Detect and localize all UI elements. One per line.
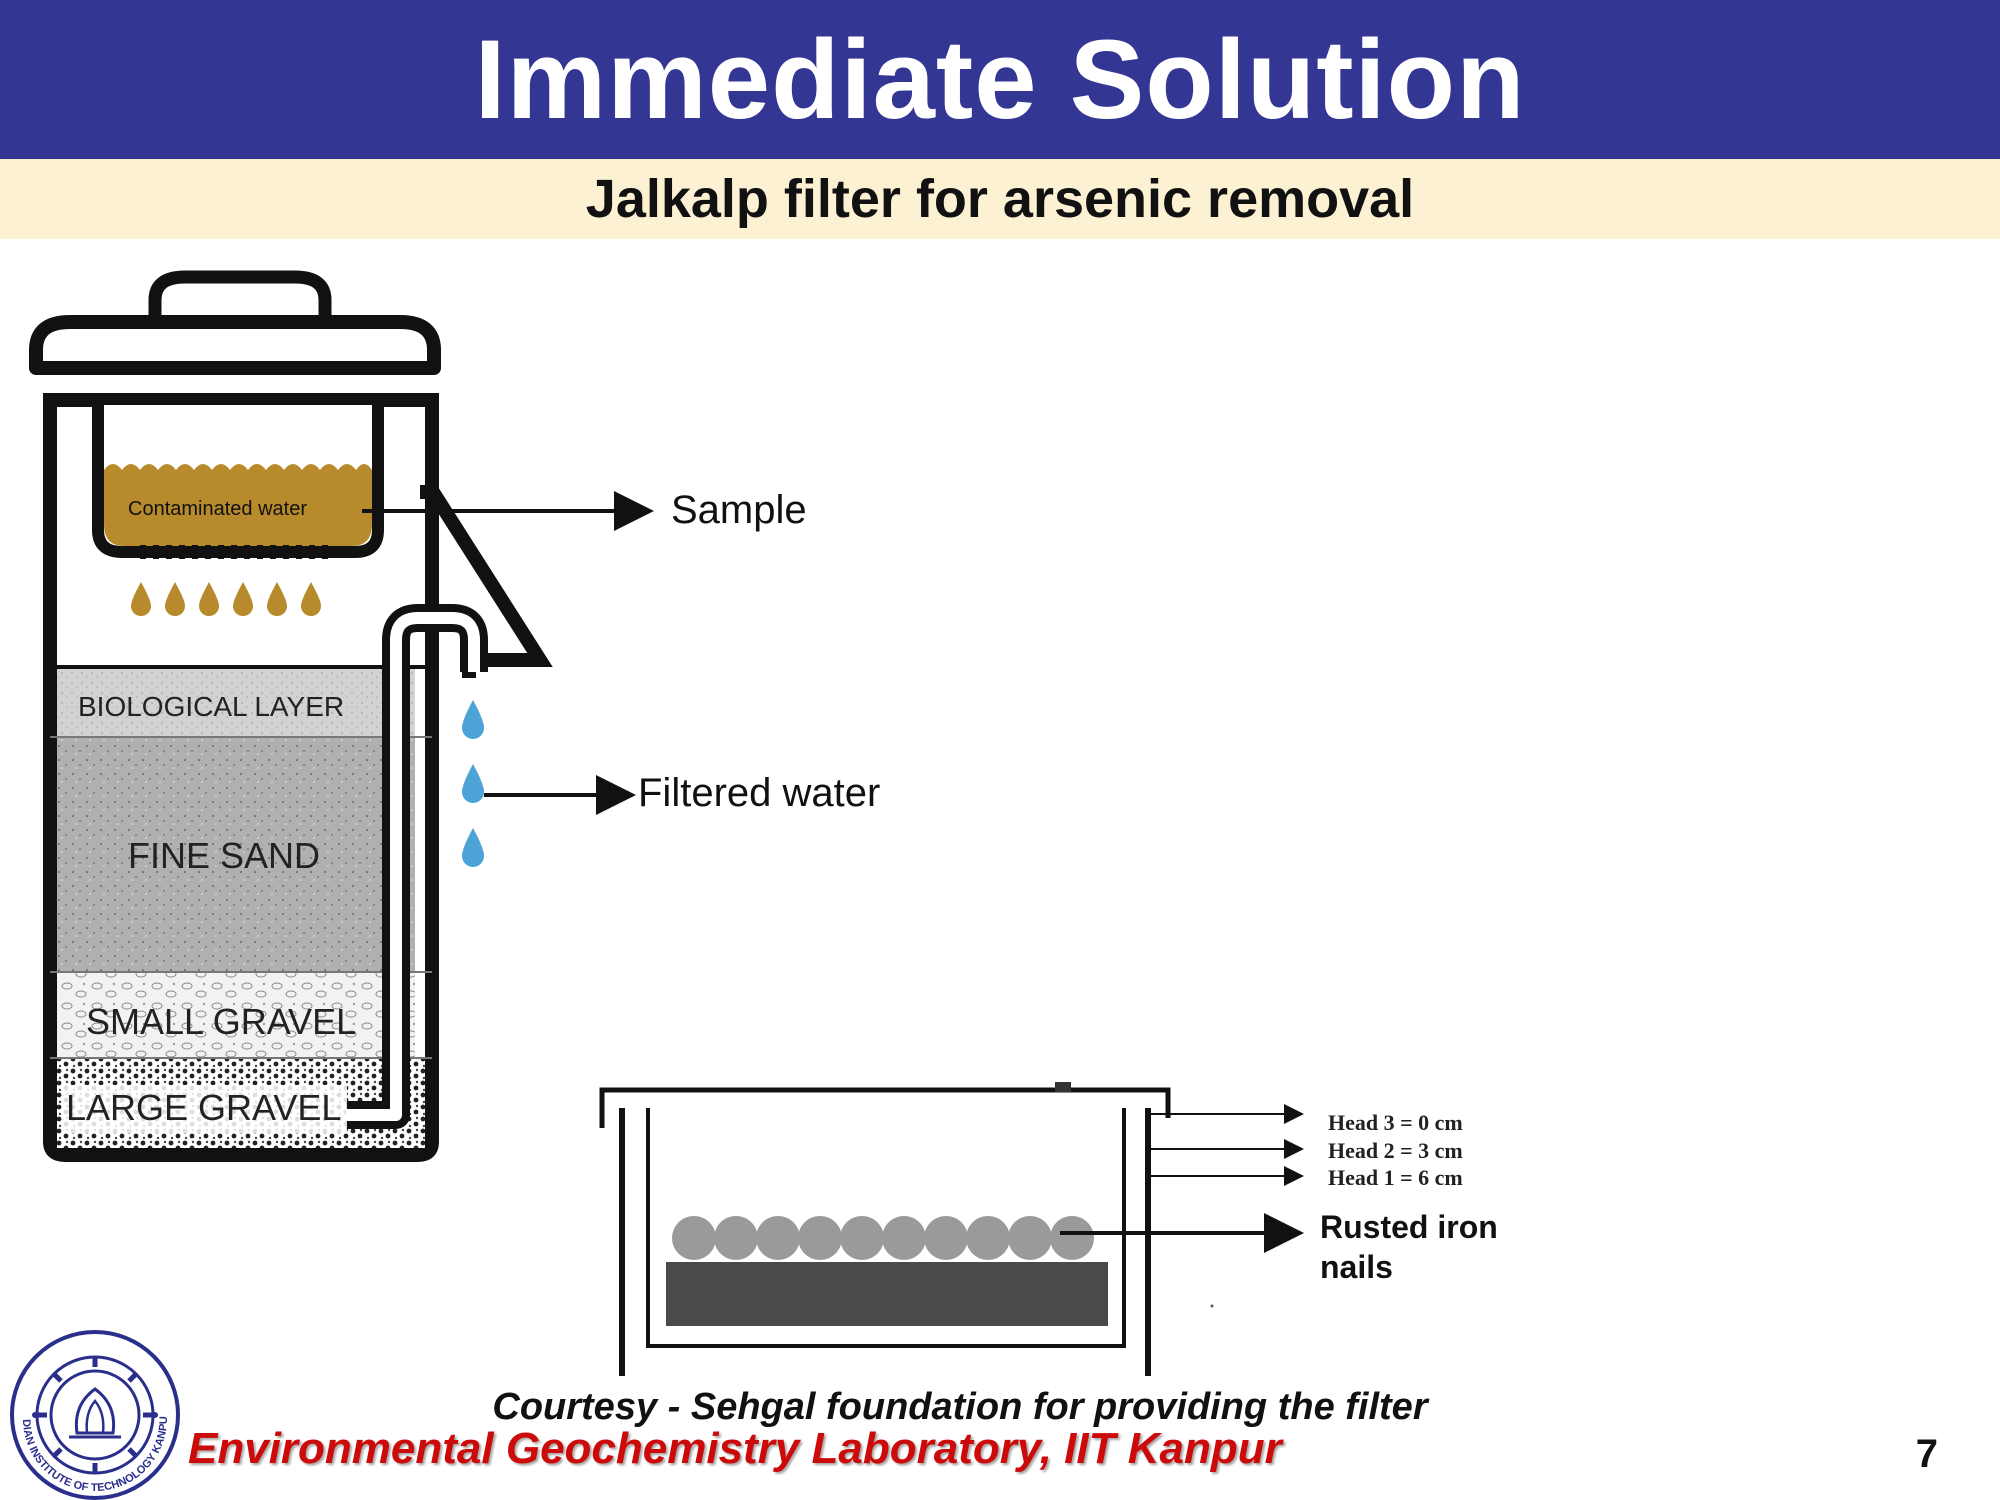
spout (420, 485, 553, 667)
slide-subtitle: Jalkalp filter for arsenic removal (585, 169, 1415, 229)
fine-sand-label: FINE SAND (128, 835, 320, 876)
lid (29, 315, 441, 375)
large-gravel-label: LARGE GRAVEL (66, 1087, 341, 1128)
contaminated-drops (131, 582, 321, 616)
base-block (666, 1262, 1108, 1326)
iitk-logo: INDIAN INSTITUTE OF TECHNOLOGY KANPUR (10, 1330, 180, 1500)
inner-vessel (646, 1108, 1126, 1348)
contaminated-water-label: Contaminated water (128, 498, 307, 520)
head3-label: Head 3 = 0 cm (1328, 1110, 1463, 1135)
sample-label: Sample (671, 488, 807, 532)
perforations (140, 545, 328, 559)
small-gravel-layer (57, 972, 415, 1058)
lab-name: Environmental Geochemistry Laboratory, I… (188, 1424, 1282, 1473)
biological-layer-label: BIOLOGICAL LAYER (78, 691, 344, 722)
filtered-water-label: Filtered water (638, 771, 880, 815)
fine-sand-layer (57, 737, 415, 972)
jalkalp-filter: Contaminated water BIOLOGICAL LAYER FINE… (29, 270, 553, 1162)
courtesy-text: Courtesy - Sehgal foundation for providi… (492, 1386, 1428, 1428)
slide-title: Immediate Solution (474, 17, 1526, 142)
head2-label: Head 2 = 3 cm (1328, 1138, 1463, 1163)
lid-knob (148, 270, 332, 320)
page-number: 7 (1915, 1432, 1938, 1476)
head1-label: Head 1 = 6 cm (1328, 1165, 1463, 1190)
biological-layer (57, 667, 415, 737)
iron-nails (672, 1216, 1094, 1260)
subtitle-bar: Jalkalp filter for arsenic removal (0, 159, 2000, 239)
small-gravel-label: SMALL GRAVEL (86, 1001, 356, 1042)
nails-label-line1: Rusted iron (1320, 1209, 1498, 1245)
title-bar: Immediate Solution (0, 0, 2000, 159)
nail-container-lid (599, 1087, 1171, 1128)
nails-label-line2: nails (1320, 1249, 1393, 1285)
filtered-drops (462, 700, 484, 867)
contaminated-water (104, 464, 372, 546)
nail-container (599, 1082, 1214, 1376)
